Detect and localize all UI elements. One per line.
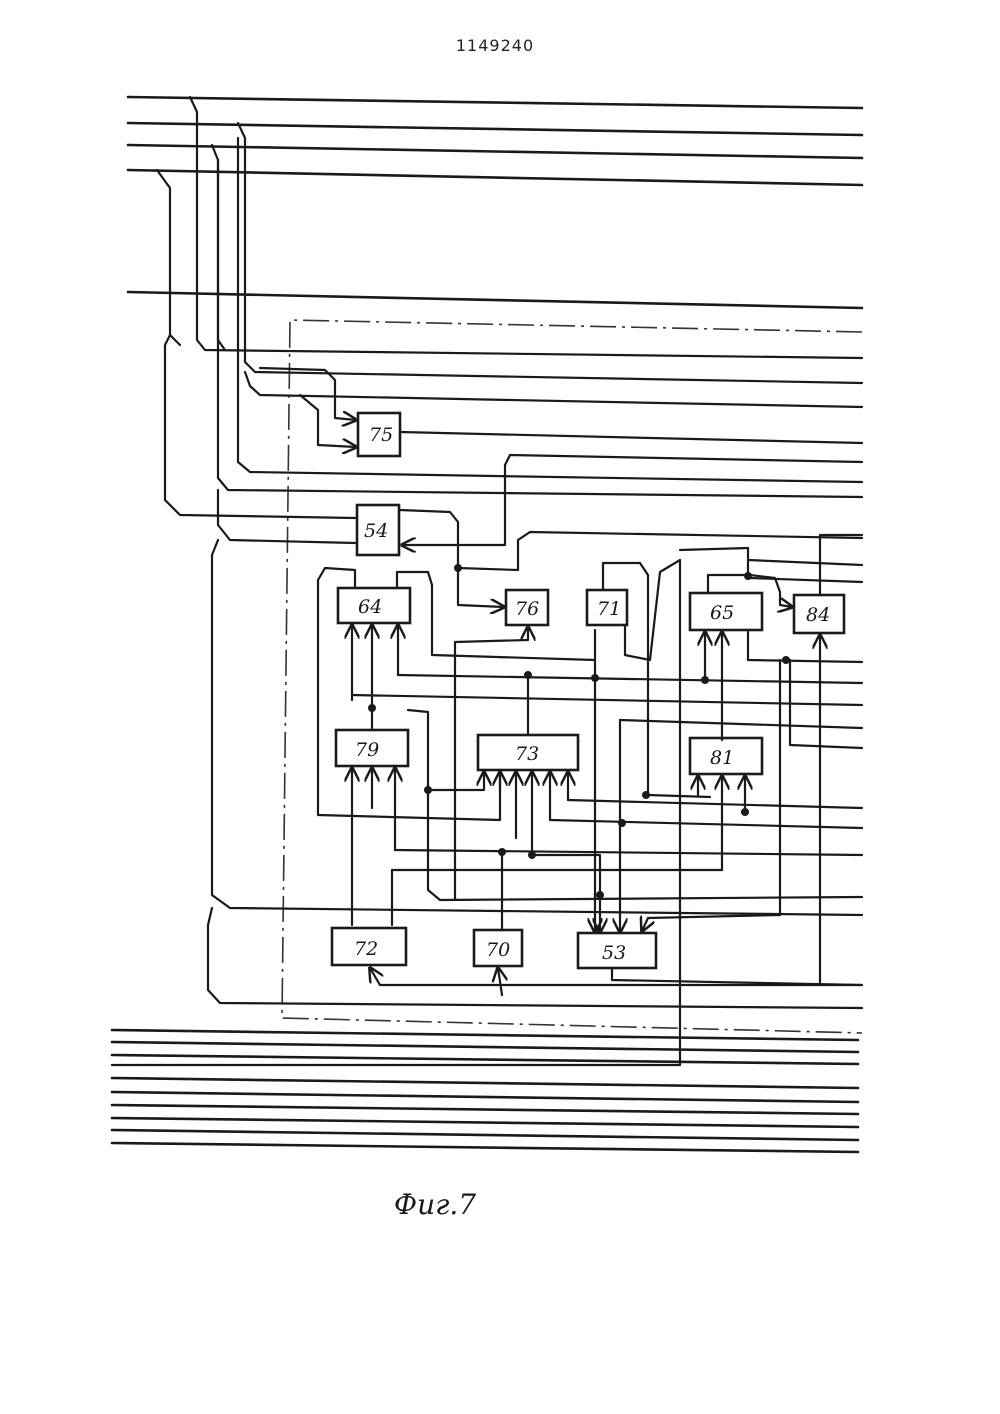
block-70: 70	[474, 930, 522, 966]
svg-text:65: 65	[710, 602, 734, 624]
block-72: 72	[332, 928, 406, 965]
block-65: 65	[690, 593, 762, 630]
block-64: 64	[338, 588, 410, 623]
block-73: 73	[478, 735, 578, 770]
block-79: 79	[336, 730, 408, 766]
block-54: 54	[357, 505, 399, 555]
block-75: 75	[358, 413, 400, 456]
svg-text:75: 75	[369, 424, 393, 446]
svg-text:84: 84	[806, 604, 830, 626]
feeder-wires	[157, 97, 862, 1008]
block-84: 84	[794, 595, 844, 633]
svg-text:70: 70	[486, 939, 510, 961]
svg-text:81: 81	[710, 747, 734, 769]
bottom-bus	[112, 1030, 858, 1152]
svg-text:54: 54	[364, 520, 388, 542]
block-71: 71	[587, 590, 627, 625]
block-76: 76	[506, 590, 548, 625]
figure-caption: Фиг.7	[380, 1188, 490, 1221]
block-81: 81	[690, 738, 762, 774]
svg-text:53: 53	[602, 942, 626, 964]
svg-text:72: 72	[354, 938, 378, 960]
svg-text:73: 73	[515, 743, 539, 765]
block-53: 53	[578, 933, 656, 968]
svg-text:71: 71	[597, 598, 621, 620]
svg-text:76: 76	[515, 598, 539, 620]
svg-text:64: 64	[358, 596, 382, 618]
svg-text:79: 79	[355, 739, 379, 761]
